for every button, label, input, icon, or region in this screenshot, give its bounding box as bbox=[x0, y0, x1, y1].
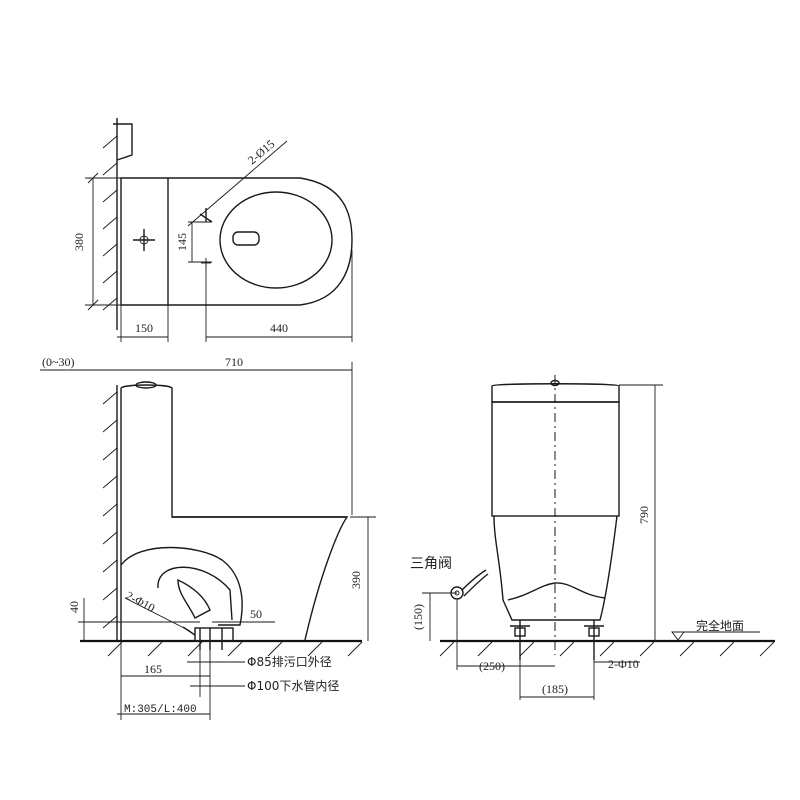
dim-50: 50 bbox=[250, 607, 262, 621]
dim-wall-gap: (0~30) bbox=[42, 355, 74, 369]
dim-40: 40 bbox=[67, 601, 81, 613]
front-view bbox=[422, 375, 775, 700]
dim-145: 145 bbox=[175, 233, 189, 251]
dim-710: 710 bbox=[225, 355, 243, 369]
dim-440: 440 bbox=[270, 321, 288, 335]
dim-390: 390 bbox=[349, 571, 363, 589]
roughin-label: M:305/L:400 bbox=[124, 704, 197, 716]
dim-150-valve: (150) bbox=[411, 604, 425, 630]
dim-185: (185) bbox=[542, 682, 568, 696]
side-view bbox=[40, 362, 376, 720]
outlet-100-label: Φ100下水管内径 bbox=[247, 678, 339, 693]
dim-790: 790 bbox=[637, 506, 651, 524]
finished-floor-label: 完全地面 bbox=[696, 618, 744, 633]
bolt-left-label: 2-Φ10 bbox=[124, 588, 158, 615]
top-view bbox=[85, 118, 353, 342]
dim-165: 165 bbox=[144, 662, 162, 676]
dim-150: 150 bbox=[135, 321, 153, 335]
angle-valve-label: 三角阀 bbox=[410, 556, 452, 572]
dim-380: 380 bbox=[72, 233, 86, 251]
bolt-right-label: 2-Φ10 bbox=[608, 657, 639, 671]
dim-250: (250) bbox=[479, 659, 505, 673]
outlet-85-label: Φ85排污口外径 bbox=[247, 655, 332, 669]
